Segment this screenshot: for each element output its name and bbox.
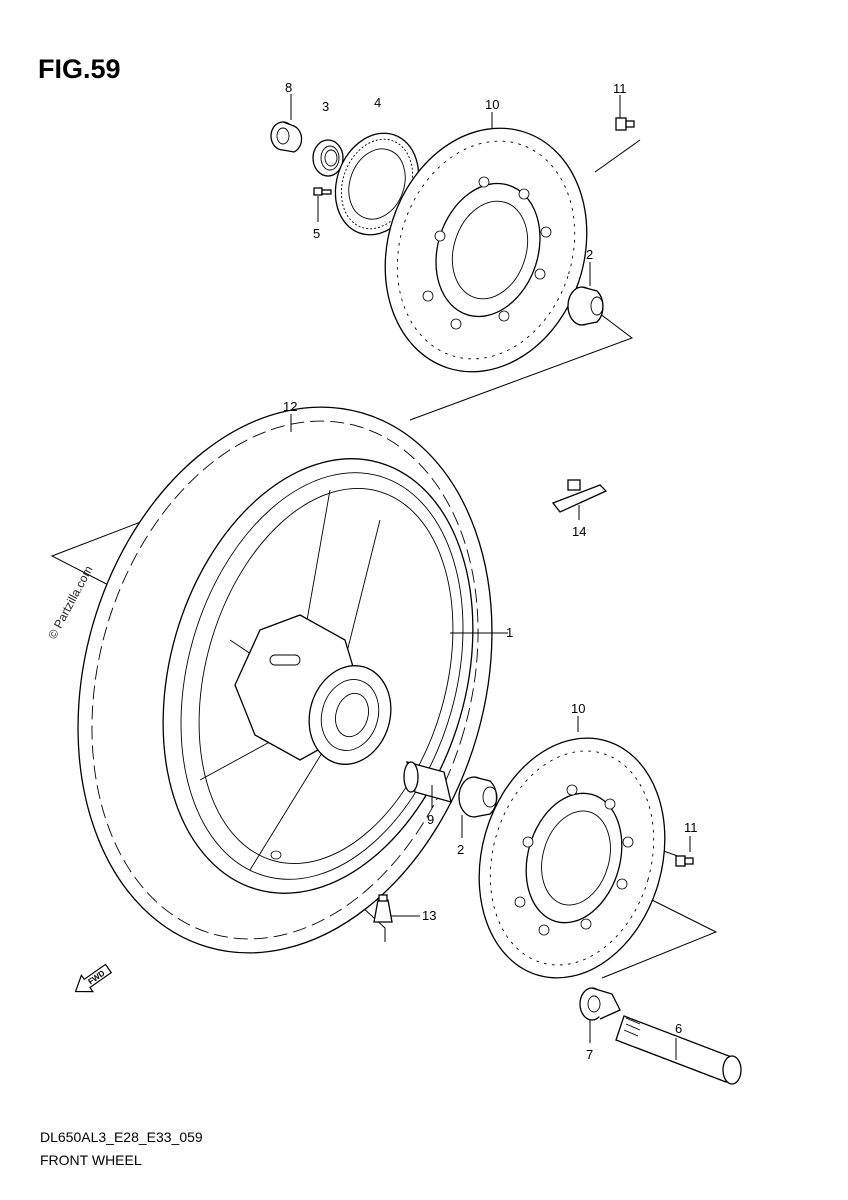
- callout-13: 13: [422, 908, 436, 923]
- callout-2: 2: [586, 247, 593, 262]
- oil-seal-part: [312, 139, 344, 177]
- brake-disc-lower: [478, 737, 666, 979]
- watermark-text: © Partzilla.com: [45, 563, 95, 641]
- front-axle-part: [615, 1015, 742, 1085]
- disc-bolt-lower: [675, 855, 694, 867]
- bearing-lower: [458, 776, 498, 818]
- bearing-upper: [567, 286, 604, 326]
- callout-7: 7: [586, 1047, 593, 1062]
- callout-3: 3: [322, 99, 329, 114]
- screw-part: [313, 187, 332, 196]
- forward-arrow-icon: FWD: [74, 963, 113, 993]
- figure-code: DL650AL3_E28_E33_059: [40, 1129, 203, 1145]
- figure-caption: FRONT WHEEL: [40, 1152, 142, 1168]
- axle-spacer-part: [403, 761, 452, 803]
- callout-labels: 8 3 4 10 11 5 2 12 14 1 10 9 2 11 13 6 7: [283, 80, 698, 1062]
- tire-valve-part: [373, 894, 393, 923]
- callout-11: 11: [613, 81, 627, 96]
- callout-14: 14: [572, 524, 586, 539]
- balance-weight-part: [551, 479, 608, 513]
- callout-12: 12: [283, 399, 297, 414]
- callout-6: 6: [675, 1021, 682, 1036]
- callout-5: 5: [313, 226, 320, 241]
- callout-4: 4: [374, 95, 381, 110]
- callout-10: 10: [485, 97, 499, 112]
- wheel-assembly: [77, 406, 493, 954]
- callout-11: 11: [684, 820, 698, 835]
- callout-10: 10: [571, 701, 585, 716]
- disc-bolt-upper: [615, 117, 635, 131]
- callout-2: 2: [457, 842, 464, 857]
- figure-title: FIG.59: [38, 54, 121, 84]
- callout-8: 8: [285, 80, 292, 95]
- callout-1: 1: [506, 625, 513, 640]
- leader-lines: [290, 94, 691, 1060]
- callout-9: 9: [427, 812, 434, 827]
- brake-disc-upper: [384, 127, 588, 373]
- axle-collar-part: [579, 987, 621, 1021]
- spacer-part: [270, 121, 303, 153]
